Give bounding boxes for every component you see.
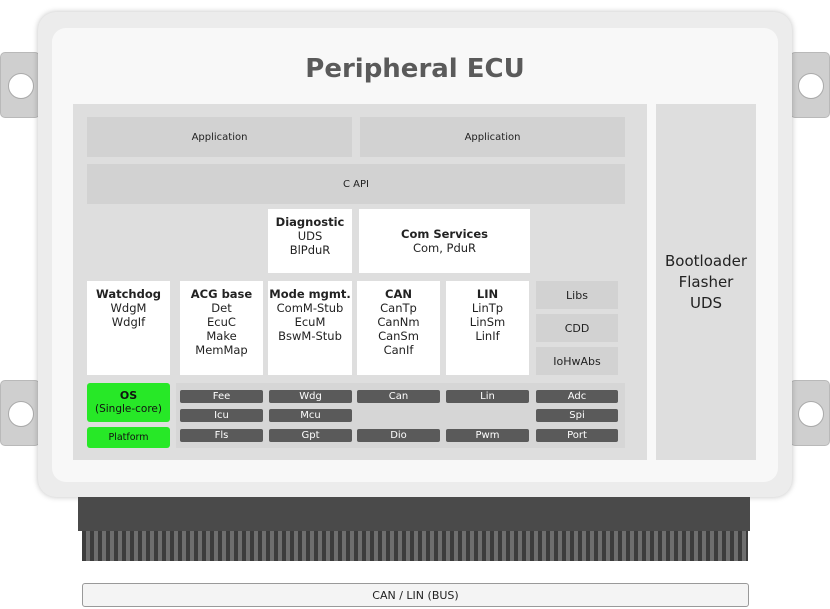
driver-wdg: Wdg bbox=[269, 390, 352, 403]
os-module: OS (Single-core) bbox=[87, 383, 170, 422]
acg-base-item: Det bbox=[211, 301, 232, 315]
driver-mcu: Mcu bbox=[269, 409, 352, 422]
can-item: CanSm bbox=[378, 329, 419, 343]
com-services-item: Com, PduR bbox=[412, 241, 477, 255]
mounting-tab-bottom-right bbox=[790, 380, 830, 446]
platform-module: Platform bbox=[87, 427, 170, 448]
diagnostic-item: UDS bbox=[297, 229, 323, 243]
acg-base-item: EcuC bbox=[207, 315, 236, 329]
mode-mgmt-item: ComM-Stub bbox=[276, 301, 344, 315]
bus-bar: CAN / LIN (BUS) bbox=[82, 583, 749, 607]
cdd-module: CDD bbox=[536, 314, 618, 342]
watchdog-item: WdgM bbox=[110, 301, 147, 315]
ecu-title: Peripheral ECU bbox=[305, 54, 525, 84]
com-services-module: Com Services Com, PduR bbox=[359, 209, 530, 273]
can-item: CanIf bbox=[383, 343, 414, 357]
mode-mgmt-module: Mode mgmt. ComM-Stub EcuM BswM-Stub bbox=[268, 281, 352, 375]
can-item: CanTp bbox=[380, 301, 417, 315]
driver-lin: Lin bbox=[446, 390, 529, 403]
application-left: Application bbox=[87, 117, 352, 157]
driver-gpt: Gpt bbox=[269, 429, 352, 442]
watchdog-module: Watchdog WdgM WdgIf bbox=[87, 281, 170, 375]
can-item: CanNm bbox=[377, 315, 420, 329]
mounting-hole bbox=[8, 401, 34, 427]
watchdog-title: Watchdog bbox=[96, 287, 161, 301]
c-api-layer: C API bbox=[87, 164, 625, 204]
can-module: CAN CanTp CanNm CanSm CanIf bbox=[357, 281, 440, 375]
mounting-hole bbox=[798, 73, 824, 99]
acg-base-item: Make bbox=[206, 329, 237, 343]
bootloader-line: Bootloader bbox=[665, 251, 747, 270]
iohwabs-module: IoHwAbs bbox=[536, 347, 618, 375]
mounting-hole bbox=[798, 401, 824, 427]
can-title: CAN bbox=[385, 287, 412, 301]
lin-module: LIN LinTp LinSm LinIf bbox=[446, 281, 529, 375]
lin-title: LIN bbox=[476, 287, 499, 301]
com-services-title: Com Services bbox=[401, 227, 488, 241]
mode-mgmt-item: BswM-Stub bbox=[278, 329, 342, 343]
acg-base-module: ACG base Det EcuC Make MemMap bbox=[180, 281, 263, 375]
mounting-tab-top-left bbox=[0, 52, 40, 118]
driver-fls: Fls bbox=[180, 429, 263, 442]
diagnostic-item: BlPduR bbox=[289, 243, 331, 257]
driver-port: Port bbox=[536, 429, 618, 442]
os-title: OS bbox=[119, 389, 138, 402]
libs-module: Libs bbox=[536, 281, 618, 309]
driver-adc: Adc bbox=[536, 390, 618, 403]
lin-item: LinTp bbox=[471, 301, 504, 315]
os-subtitle: (Single-core) bbox=[94, 403, 162, 415]
driver-icu: Icu bbox=[180, 409, 263, 422]
acg-base-title: ACG base bbox=[190, 287, 253, 301]
mode-mgmt-title: Mode mgmt. bbox=[269, 287, 351, 301]
bootloader-line: UDS bbox=[689, 293, 723, 312]
driver-spi: Spi bbox=[536, 409, 618, 422]
connector-body bbox=[78, 497, 750, 531]
bootloader-block: Bootloader Flasher UDS bbox=[656, 104, 756, 460]
connector-pins bbox=[82, 531, 748, 561]
watchdog-item: WdgIf bbox=[111, 315, 146, 329]
mode-mgmt-item: EcuM bbox=[294, 315, 326, 329]
diagnostic-title: Diagnostic bbox=[275, 215, 345, 229]
mounting-tab-bottom-left bbox=[0, 380, 40, 446]
application-right: Application bbox=[360, 117, 625, 157]
mounting-tab-top-right bbox=[790, 52, 830, 118]
driver-dio: Dio bbox=[357, 429, 440, 442]
driver-pwm: Pwm bbox=[446, 429, 529, 442]
mounting-hole bbox=[8, 73, 34, 99]
lin-item: LinSm bbox=[469, 315, 506, 329]
diagnostic-module: Diagnostic UDS BlPduR bbox=[268, 209, 352, 273]
acg-base-item: MemMap bbox=[195, 343, 248, 357]
driver-fee: Fee bbox=[180, 390, 263, 403]
bootloader-line: Flasher bbox=[678, 272, 734, 291]
lin-item: LinIf bbox=[475, 329, 500, 343]
driver-can: Can bbox=[357, 390, 440, 403]
